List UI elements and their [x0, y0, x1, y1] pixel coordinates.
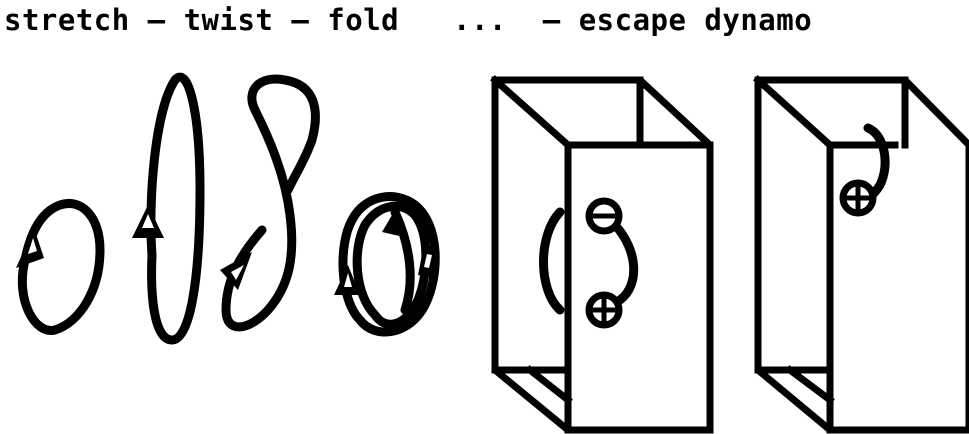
- flux-loop-twisted: [220, 79, 315, 327]
- escape-box-2: [758, 80, 969, 430]
- flux-loop-initial: [16, 203, 100, 330]
- flux-loop-folded: [334, 197, 438, 332]
- flux-loop-stretched: [132, 77, 200, 340]
- escape-box-1: [495, 80, 710, 430]
